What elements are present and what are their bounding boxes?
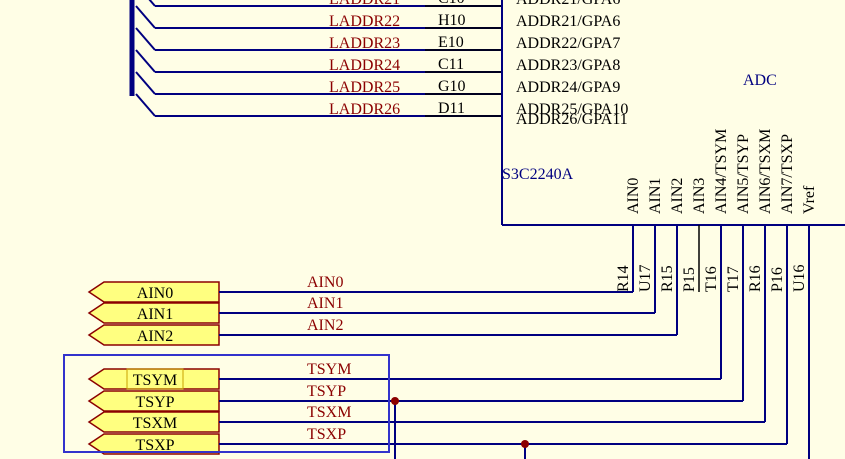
adc-pin-name: Vref [801,185,818,214]
adc-pin-name: AIN3 [691,178,708,214]
address-pin-number: H10 [438,12,466,29]
port-label: AIN0 [137,285,173,302]
address-net-label: LADDR25 [329,79,400,96]
address-bus [129,0,156,117]
port-label: TSXP [135,437,174,454]
adc-pin-name: AIN2 [669,178,686,214]
adc-pin-number: R14 [615,265,632,292]
port-net-label: TSYM [307,361,351,378]
address-pin-number: E10 [438,34,464,51]
address-pin-name: ADDR25/GPA10 [516,101,628,118]
port-label: TSYM [133,372,177,389]
address-net-label: LADDR26 [329,101,400,118]
port-net-label: AIN2 [307,317,343,334]
adc-pin-number: T16 [703,266,720,292]
bus-entry [135,93,156,117]
bus-entry [135,71,156,95]
address-pin-name: ADDR21/GPA6 [516,13,620,30]
address-net-label: LADDR24 [329,57,400,74]
port-tsyp[interactable]: TSYP TSYP [87,225,744,412]
address-net-label: LADDR22 [329,13,400,30]
address-pin-number: C11 [438,56,464,73]
adc-pin-number: R16 [747,265,764,292]
port-net-label: AIN0 [307,274,343,291]
port-net-label: TSXP [307,426,346,443]
port-label: AIN1 [137,306,173,323]
address-net-rows: LADDR21C10ADDR21/GPA6LADDR22H10ADDR21/GP… [155,0,628,118]
bus-entry [135,5,156,29]
address-pin-name: ADDR24/GPA9 [516,79,620,96]
adc-pin-number: U16 [791,264,808,292]
adc-pin-name: AIN1 [647,178,664,214]
port-net-label: TSXM [307,404,351,421]
adc-pin-number: R15 [659,265,676,292]
port-net-label: AIN1 [307,295,343,312]
adc-pin-name: AIN6/TSXM [757,129,774,214]
pin-name-addr26: ADDR26/GPA11 [516,111,628,128]
port-label: AIN2 [137,328,173,345]
port-tsxp[interactable]: TSXP TSXP [87,225,788,455]
address-pin-number: D11 [438,100,465,117]
ports: AIN0AIN0AIN1AIN1AIN2AIN2TSYMTSYMTSYPTSYP… [87,225,810,459]
adc-pin-number: P16 [769,267,786,292]
bus-entry [135,49,156,73]
address-pin-number: G10 [438,78,466,95]
adc-pin-name: AIN4/TSYM [713,129,730,214]
bus-entry [135,27,156,51]
port-net-label: TSYP [307,383,346,400]
selection-box[interactable] [63,354,390,453]
text-selection-highlight [126,368,184,390]
adc-pin-name: AIN7/TSXP [779,134,796,214]
address-net-label: LADDR23 [329,35,400,52]
port-tsxm[interactable]: TSXM TSXM [87,225,766,433]
bus-entry [148,0,156,7]
adc-pin-number: T17 [725,266,742,292]
chip-name: S3C2240A [502,166,574,183]
address-pin-name: ADDR22/GPA7 [516,35,620,52]
address-pin-name: ADDR21/GPA6 [516,0,620,8]
adc-pin-number: U17 [637,264,654,292]
address-pin-number: C10 [438,0,465,7]
port-label: TSXM [133,415,177,432]
port-label: TSYP [135,394,174,411]
address-pin-name: ADDR23/GPA8 [516,57,620,74]
chip-section-label: ADC [743,72,777,89]
address-net-label: LADDR21 [329,0,400,8]
adc-pin-name: AIN0 [625,178,642,214]
junction-dot [391,397,399,405]
junction-dot [521,440,529,448]
adc-pin-number: P15 [681,267,698,292]
port-tsym[interactable]: TSYM TSYM [87,225,722,390]
adc-pin-name: AIN5/TSYP [735,134,752,214]
